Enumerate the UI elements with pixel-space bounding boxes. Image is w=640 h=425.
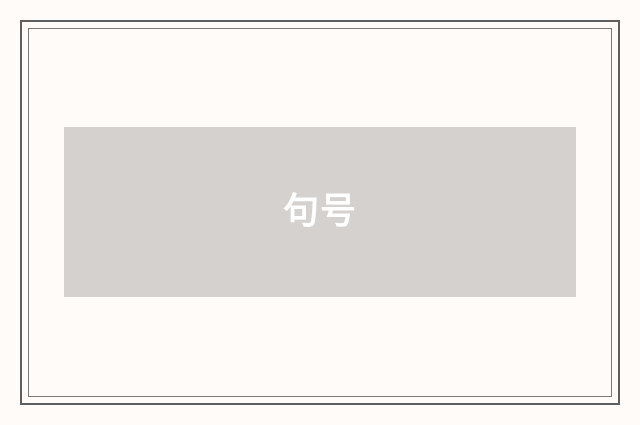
outer-frame (20, 20, 620, 405)
banner-title: 句号 (282, 191, 357, 232)
title-banner: 句号 (64, 127, 576, 297)
inner-frame (28, 28, 612, 397)
